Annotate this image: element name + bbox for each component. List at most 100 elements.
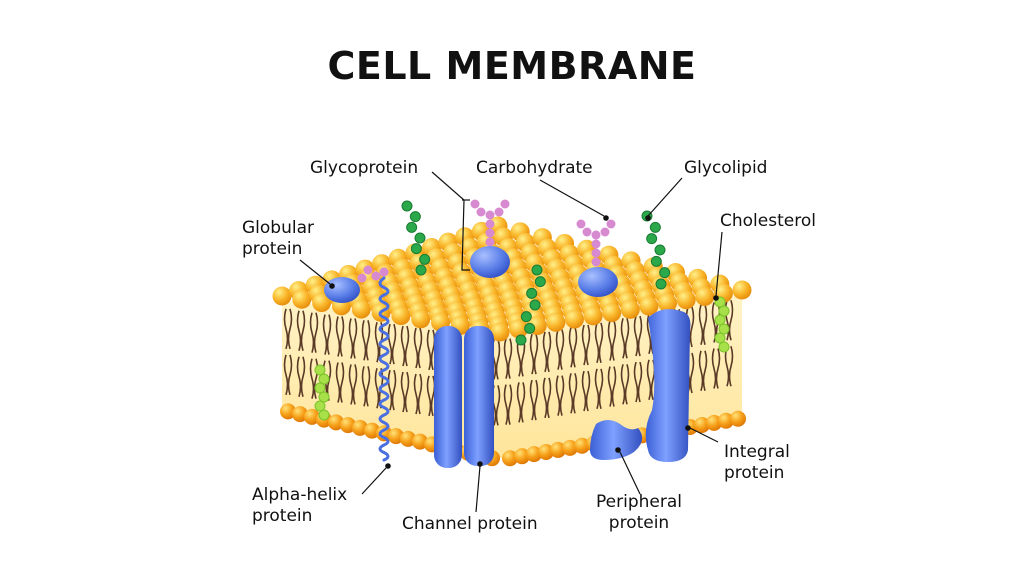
label-peripheral-line1: Peripheral xyxy=(596,492,682,512)
lipid-tail xyxy=(503,338,509,379)
cholesterol-bead xyxy=(714,332,726,344)
lipid-tail xyxy=(572,327,578,368)
lipid-tail xyxy=(300,356,306,398)
cholesterol-bead xyxy=(318,373,330,385)
lipid-head-upper xyxy=(312,293,332,313)
lipid-tail xyxy=(698,350,704,391)
lipid-head-lower xyxy=(292,406,308,423)
carbohydrate-bead xyxy=(500,199,510,209)
page-title: CELL MEMBRANE xyxy=(327,44,697,88)
glycolipid-bead xyxy=(520,311,532,323)
cholesterol-bead xyxy=(718,323,730,335)
cholesterol-bead xyxy=(314,364,326,376)
glycolipid-bead xyxy=(529,299,541,311)
carbohydrate-bead xyxy=(470,199,480,209)
glycolipid-bead xyxy=(414,232,426,244)
carbohydrate-bead xyxy=(591,248,601,258)
lipid-tail xyxy=(637,361,643,403)
leader-line xyxy=(361,467,387,495)
lipid-head-upper xyxy=(272,286,292,306)
glycoprotein xyxy=(470,246,510,278)
label-leader-lines xyxy=(299,171,723,513)
lipid-tail xyxy=(309,358,315,399)
lipid-tail xyxy=(339,316,345,357)
carbohydrate-bead xyxy=(582,227,592,237)
leader-line xyxy=(475,465,481,513)
lipid-tail xyxy=(348,318,354,359)
lipid-head-upper xyxy=(490,322,510,342)
carbohydrate-bead xyxy=(606,219,616,229)
glycolipid-bead xyxy=(401,200,413,212)
lipid-head-lower xyxy=(352,419,368,436)
label-alpha-helix-line1: Alpha-helix xyxy=(252,485,348,505)
carbohydrate-bead xyxy=(576,219,586,229)
lipid-head-upper xyxy=(546,312,566,332)
lipid-tail xyxy=(352,318,358,359)
carbohydrate-bead xyxy=(494,207,504,217)
lipid-head-upper xyxy=(639,296,659,316)
lipid-head-lower xyxy=(388,428,404,445)
lipid-tail xyxy=(568,373,574,414)
lipid-tail xyxy=(598,368,604,410)
lipid-head-lower xyxy=(730,410,746,427)
lipid-tail xyxy=(546,377,552,419)
lipid-tail xyxy=(542,377,548,419)
glycolipid-bead xyxy=(649,221,661,233)
lipid-tail xyxy=(417,373,423,415)
lipid-tail xyxy=(646,313,652,355)
lipid-tail xyxy=(607,320,613,361)
lipid-tail xyxy=(348,364,354,405)
label-channel-protein: Channel protein xyxy=(402,514,538,534)
label-glycoprotein: Glycoprotein xyxy=(310,158,419,178)
leader-dot xyxy=(685,425,691,431)
lipid-head-upper xyxy=(583,306,603,326)
cholesterol-bead xyxy=(718,305,730,317)
lipid-head-upper xyxy=(564,309,584,329)
lipid-head-upper xyxy=(695,286,715,306)
lipid-tail xyxy=(413,327,419,369)
surface-protein xyxy=(578,267,618,297)
glycolipid-bead xyxy=(409,211,421,223)
lipid-tail xyxy=(585,324,591,366)
lipid-head-lower xyxy=(328,414,344,431)
carbohydrate-bead xyxy=(485,210,495,220)
lipid-tail xyxy=(503,384,509,425)
lipid-head-lower xyxy=(694,416,710,433)
lipid-tail xyxy=(633,361,639,403)
lipid-head-upper xyxy=(391,306,411,326)
lipid-tail xyxy=(391,323,397,365)
label-alpha-helix-protein: Alpha-helix protein xyxy=(252,485,347,527)
lipid-tail xyxy=(387,323,393,365)
leader-dot xyxy=(329,283,335,289)
lipid-head-lower xyxy=(280,403,296,420)
glycolipid-bead xyxy=(531,264,543,276)
lipid-tail xyxy=(689,306,695,348)
lipid-tail xyxy=(287,308,293,350)
glycolipid-bead xyxy=(419,253,431,265)
lipid-tail xyxy=(352,364,358,405)
lipid-tail xyxy=(361,320,367,361)
lipid-head-lower xyxy=(538,444,554,461)
lipid-tail xyxy=(611,320,617,361)
glycolipid-bead xyxy=(524,322,536,334)
lipid-tail xyxy=(529,379,535,421)
lipid-head-lower xyxy=(400,430,416,447)
lipid-tail xyxy=(287,354,293,396)
leader-line xyxy=(647,177,683,217)
lipid-head-lower xyxy=(718,412,734,429)
lipid-head-upper xyxy=(411,309,431,329)
lipid-tail xyxy=(426,375,432,417)
cholesterol-bead xyxy=(714,314,726,326)
lipid-head-lower xyxy=(526,446,542,463)
lipid-tail xyxy=(404,371,410,413)
leader-dot xyxy=(645,215,651,221)
lipid-tail xyxy=(365,320,371,361)
lipid-tail xyxy=(283,308,289,350)
glycolipid-bead xyxy=(655,278,667,290)
glycolipid-bead xyxy=(646,233,658,245)
lipid-head-lower xyxy=(562,439,578,456)
leader-line xyxy=(619,451,641,495)
lipid-tail xyxy=(400,371,406,413)
lipid-head-upper xyxy=(351,299,371,319)
